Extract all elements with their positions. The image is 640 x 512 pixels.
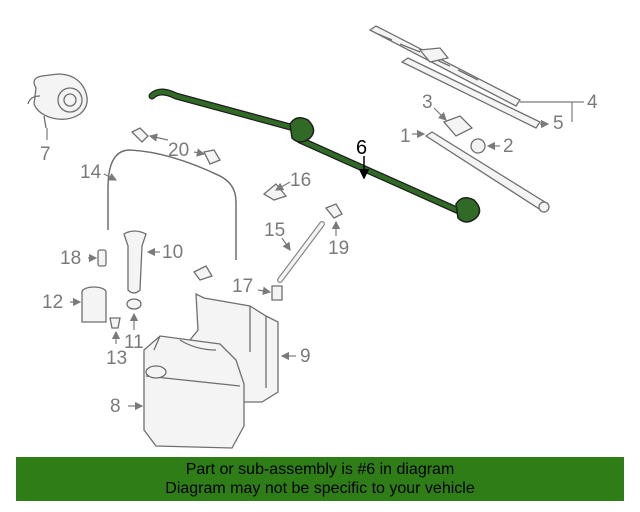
callout-8: 8 — [110, 396, 121, 417]
banner-line-part-number: Part or sub-assembly is #6 in diagram — [185, 461, 455, 478]
grommet-part-13 — [109, 317, 121, 344]
washer-reservoir-part-8 — [128, 335, 245, 449]
callout-14: 14 — [80, 162, 102, 183]
pivot-cap-part-3 — [442, 115, 474, 137]
callout-19: 19 — [328, 238, 349, 259]
callout-10: 10 — [162, 242, 183, 263]
callout-16: 16 — [290, 170, 311, 191]
clip-part-20 — [130, 127, 221, 165]
callout-4: 4 — [587, 92, 598, 113]
wiper-linkage-part-6 — [148, 88, 481, 223]
pump-motor-part-7 — [27, 73, 88, 140]
washer-hose-part-14 — [103, 149, 237, 260]
seal-part-11 — [126, 298, 142, 330]
callout-20: 20 — [168, 140, 189, 161]
callout-18: 18 — [60, 248, 81, 269]
diagram-notice-banner: Part or sub-assembly is #6 in diagram Di… — [16, 457, 624, 501]
callout-11: 11 — [124, 332, 144, 353]
callout-3: 3 — [422, 92, 433, 113]
callout-7: 7 — [40, 144, 51, 165]
callout-15: 15 — [264, 220, 285, 241]
callout-13: 13 — [106, 348, 127, 369]
wiper-arm-part-1 — [412, 107, 550, 213]
callout-17: 17 — [232, 276, 253, 297]
wiper-blade-part-4 — [368, 25, 584, 129]
connector-part-16 — [262, 181, 291, 201]
callout-2: 2 — [503, 136, 514, 157]
elbow-part-17 — [193, 265, 283, 301]
filler-neck-part-10 — [123, 230, 160, 294]
callout-12: 12 — [42, 292, 63, 313]
callout-9: 9 — [300, 346, 311, 367]
hose-part-15 — [277, 221, 325, 283]
callout-5: 5 — [553, 113, 564, 134]
grommet-part-18 — [88, 249, 107, 267]
washer-pump-part-12 — [70, 286, 107, 323]
callout-1: 1 — [400, 126, 411, 147]
nozzle-part-19 — [324, 203, 343, 236]
banner-line-disclaimer: Diagram may not be specific to your vehi… — [165, 480, 475, 497]
pivot-nut-part-2 — [470, 138, 486, 154]
callout-6: 6 — [356, 137, 367, 159]
